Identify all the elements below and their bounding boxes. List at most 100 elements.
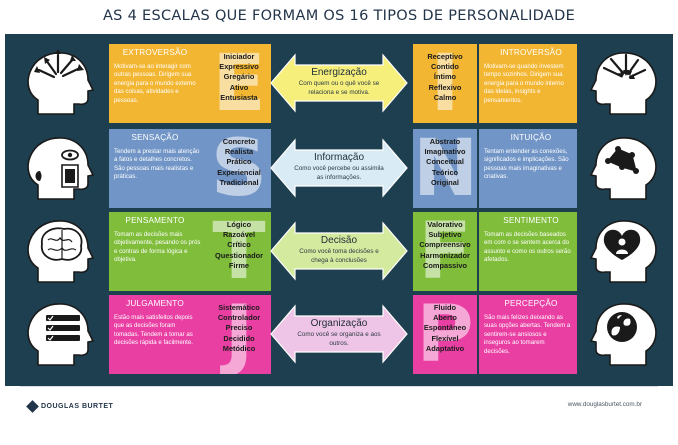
scale-description: Tentam entender as conexões, significado… xyxy=(484,148,569,181)
head-arrows-in-icon xyxy=(580,46,666,122)
dimension-title: Energização xyxy=(311,67,367,78)
trait-item: Harmonizador xyxy=(420,250,470,260)
dimension-title: Informação xyxy=(313,152,365,163)
dimension-arrow: Energização Com quem ou o quê você se re… xyxy=(269,53,409,113)
trait-item: Experiencial xyxy=(217,167,261,177)
head-ideas-icon xyxy=(580,131,666,207)
description-box-left: SENSAÇÃO Tendem a prestar mais atenção a… xyxy=(109,129,207,208)
scale-description: Tomam as decisões mais objetivamente, pe… xyxy=(114,231,201,264)
trait-item: Concreto xyxy=(222,137,256,146)
dimension-title: Organização xyxy=(310,318,368,329)
trait-item: Compassivo xyxy=(423,260,467,270)
head-arrows-out-icon xyxy=(18,46,104,122)
type-letter: J xyxy=(224,295,254,374)
page-title: AS 4 ESCALAS QUE FORMAM OS 16 TIPOS DE P… xyxy=(102,8,576,24)
trait-item: Sistemático xyxy=(218,303,260,312)
dimension-arrow: Organização Como você se organiza e aos … xyxy=(269,304,409,364)
head-globe-icon xyxy=(580,297,666,373)
trait-item: Entusiasta xyxy=(220,92,258,102)
trait-item: Razoável xyxy=(222,230,256,240)
trait-item: Flexível xyxy=(431,333,459,343)
trait-item: Receptivo xyxy=(427,52,463,61)
trait-item: Espontâneo xyxy=(423,323,467,333)
description-box-left: PENSAMENTO Tomam as decisões mais objeti… xyxy=(109,212,207,291)
dimension-description: Com quem ou o quê você se relaciona e se… xyxy=(298,80,380,96)
dimension-description: Como você se organiza e aos outros. xyxy=(297,331,381,347)
trait-item: Lógico xyxy=(226,220,252,229)
head-brain-icon xyxy=(18,214,104,290)
trait-item: Adaptativo xyxy=(425,343,465,353)
trait-item: Contido xyxy=(431,62,459,72)
trait-item: Calmo xyxy=(433,92,457,102)
footer-logo: DOUGLAS BURTET xyxy=(26,399,114,413)
trait-item: Abstrato xyxy=(429,137,461,146)
trait-item: Firme xyxy=(228,260,250,270)
dimension-arrow: Decisão Como você toma decisões e chega … xyxy=(269,221,409,281)
footer-divider xyxy=(20,386,658,387)
trait-item: Questionador xyxy=(214,250,264,260)
type-letter: I xyxy=(430,44,460,123)
trait-item: Iniciador xyxy=(223,52,255,61)
head-senses-icon xyxy=(18,131,104,207)
type-letter: S xyxy=(210,129,268,208)
description-box-right: INTROVERSÃO Motivam-se quando investem t… xyxy=(479,44,577,123)
trait-item: Ativo xyxy=(229,82,249,92)
trait-item: Metódico xyxy=(222,343,256,353)
trait-item: Expressivo xyxy=(219,62,259,72)
logo-mark-icon xyxy=(26,399,39,413)
footer-brand: DOUGLAS BURTET xyxy=(41,402,114,410)
trait-item: Valorativo xyxy=(427,220,463,229)
type-letter: P xyxy=(416,295,474,374)
scale-title: EXTROVERSÃO xyxy=(122,48,188,57)
head-heart-icon xyxy=(580,214,666,290)
trait-item: Preciso xyxy=(225,323,253,333)
scale-description: Estão mais satisfeitos depois que as dec… xyxy=(114,314,193,347)
trait-item: Tradicional xyxy=(219,177,259,187)
trait-item: Conceitual xyxy=(426,157,464,167)
dimension-description: Como você percebe ou assimila as informa… xyxy=(294,165,384,181)
scale-title: JULGAMENTO xyxy=(126,299,184,308)
dimension-description: Como você toma decisões e chega à conclu… xyxy=(299,248,379,264)
scale-title: PERCEPÇÃO xyxy=(504,299,558,308)
type-letter: T xyxy=(212,212,266,291)
scale-title: INTROVERSÃO xyxy=(500,48,562,57)
trait-item: Original xyxy=(431,177,459,187)
trait-item: Reflexivo xyxy=(428,82,462,92)
scale-description: Motivam-se ao interagir com outras pesso… xyxy=(114,63,196,104)
description-box-left: EXTROVERSÃO Motivam-se ao interagir com … xyxy=(109,44,207,123)
trait-item: Teórico xyxy=(431,167,459,177)
description-box-right: PERCEPÇÃO São mais felizes deixando as s… xyxy=(479,295,577,374)
trait-item: Subjetivo xyxy=(428,230,462,240)
trait-item: Crítico xyxy=(227,240,251,250)
scale-title: INTUIÇÃO xyxy=(510,133,552,142)
scale-description: Tendem a prestar mais atenção a fatos e … xyxy=(114,148,200,181)
description-box-right: SENTIMENTO Tomam as decisões baseados em… xyxy=(479,212,577,291)
dimension-title: Decisão xyxy=(320,235,358,246)
type-letter: N xyxy=(413,129,477,208)
dimension-arrow: Informação Como você percebe ou assimila… xyxy=(269,138,409,198)
trait-item: Íntimo xyxy=(433,72,457,82)
scale-description: São mais felizes deixando as suas opções… xyxy=(484,314,571,355)
footer-url: www.douglasburtet.com.br xyxy=(567,401,642,408)
description-box-right: INTUIÇÃO Tentam entender as conexões, si… xyxy=(479,129,577,208)
description-box-left: JULGAMENTO Estão mais satisfeitos depois… xyxy=(109,295,207,374)
scale-title: PENSAMENTO xyxy=(125,216,185,225)
type-letter: E xyxy=(212,44,266,123)
trait-item: Compreensivo xyxy=(419,240,471,250)
scale-description: Tomam as decisões baseados em com o se s… xyxy=(484,231,571,264)
trait-item: Aberto xyxy=(433,313,457,323)
